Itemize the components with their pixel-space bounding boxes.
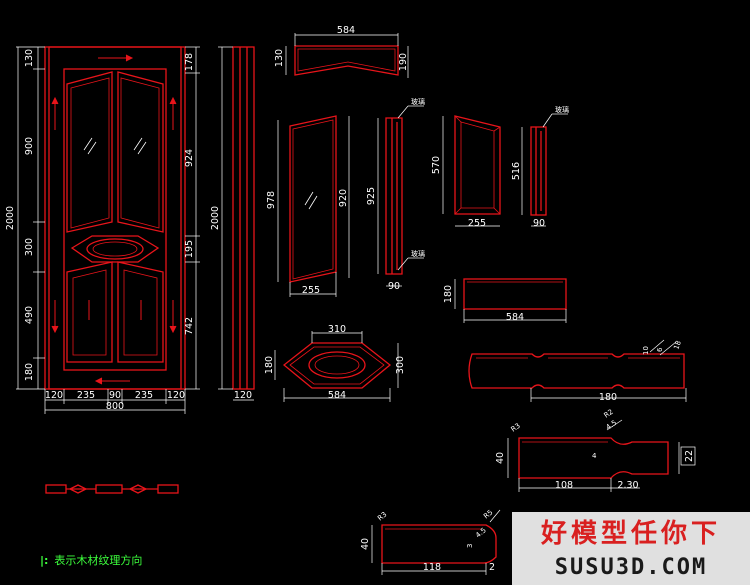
glass-hatch-left (83, 137, 97, 155)
upper-left-glass-inner (70, 77, 110, 229)
lower-left-panel-inner (72, 269, 107, 356)
door-frame (63, 68, 167, 371)
thin-stile-part: 516 90 玻璃 (511, 105, 569, 229)
profile-mid-part: 40 108 2.30 22 4.5 4 R2 R3 (495, 408, 696, 492)
oval-rail-width: 584 (328, 390, 346, 401)
profile-mid-d4: 4 (592, 452, 597, 460)
upper-right-glass-inner (120, 77, 160, 229)
watermark-slogan: 好模型任你下 (512, 512, 750, 550)
legend-mark: |: (40, 554, 49, 567)
dim-w-90: 90 (109, 390, 121, 401)
glass-panel-width: 255 (302, 285, 320, 296)
dim-h-300: 300 (24, 238, 35, 256)
thin-stile-label: 玻璃 (555, 105, 569, 114)
stile-width: 120 (234, 390, 252, 401)
stile-part: 2000 120 (210, 46, 255, 401)
door-outline (44, 46, 186, 390)
door-inner-edge (48, 46, 182, 390)
profile-small-part: 40 118 2 R5 3 R3 4.5 (360, 508, 501, 575)
dim-w-120a: 120 (45, 390, 63, 401)
profile-mid-d3: 4.5 (605, 419, 619, 432)
oval-rail-h-left: 180 (264, 356, 275, 374)
dim-r-178: 178 (184, 53, 195, 71)
oval-rail-frame (70, 235, 160, 263)
lower-right-panel (117, 261, 164, 363)
dim-r-924: 924 (184, 149, 195, 167)
thin-stile-width: 90 (533, 218, 545, 229)
oval-width: 310 (328, 324, 346, 335)
upper-left-glass-panel (66, 71, 113, 233)
door-left-dimensions: 130 900 300 490 180 2000 (5, 46, 45, 390)
glass-stile-label-bottom: 玻璃 (411, 249, 425, 258)
stile-height: 2000 (210, 206, 221, 230)
top-rail-part: 584 130 190 (274, 25, 409, 78)
lower-right-panel-inner (123, 269, 158, 356)
bottom-rail-width: 584 (506, 312, 524, 323)
glass-stile-width: 90 (388, 281, 400, 292)
dim-w-235a: 235 (77, 390, 95, 401)
oval-glass-inner (92, 241, 138, 257)
door-right-dimensions: 178 924 195 742 (184, 46, 200, 390)
lower-left-panel (66, 261, 113, 363)
thin-stile-height: 516 (511, 162, 522, 180)
raised-panel-height: 570 (431, 156, 442, 174)
top-rail-h-right: 190 (398, 53, 409, 71)
door-elevation: 130 900 300 490 180 2000 178 924 195 742 (5, 46, 200, 414)
profile-mid-height: 40 (495, 452, 506, 464)
profile-long-width: 180 (599, 392, 617, 403)
glass-hatch-right (133, 137, 147, 155)
glass-panel-h-right: 920 (338, 189, 349, 207)
dim-total-height: 2000 (5, 206, 16, 230)
profile-small-d5: 4.5 (474, 526, 488, 539)
glass-panel-h-left: 978 (266, 191, 277, 209)
dim-total-width: 800 (106, 401, 124, 412)
profile-mid-d1: 2.30 (617, 480, 638, 491)
profile-long-d3: 18 (672, 340, 683, 351)
profile-long-d2: 6 (656, 347, 664, 352)
profile-small-d4: R3 (376, 510, 388, 522)
dim-w-235b: 235 (135, 390, 153, 401)
dim-r-742: 742 (184, 317, 195, 335)
oval-rail-part: 310 180 300 584 (264, 324, 406, 402)
profile-long-d1: 10 (642, 346, 650, 355)
upper-right-glass-panel (117, 71, 164, 233)
dim-h-130: 130 (24, 49, 35, 67)
raised-panel-part: 570 255 (431, 115, 501, 229)
glass-stile-label-top: 玻璃 (411, 97, 425, 106)
profile-mid-width: 108 (555, 480, 573, 491)
dim-h-900: 900 (24, 137, 35, 155)
glass-stile-height: 925 (366, 187, 377, 205)
watermark-site: SUSU3D.COM (512, 550, 750, 585)
top-rail-width: 584 (337, 25, 355, 36)
profile-long-part: 180 10 6 18 (468, 340, 687, 403)
profile-small-width: 118 (423, 562, 441, 573)
dim-r-195: 195 (184, 240, 195, 258)
profile-small-d1: 2 (489, 562, 495, 573)
glass-stile-part: 925 90 玻璃 玻璃 (366, 97, 425, 292)
legend-text: 表示木材纹理方向 (54, 554, 143, 567)
oval-rail-h-right: 300 (395, 356, 406, 374)
bottom-rail-height: 180 (443, 285, 454, 303)
profile-small-d3: 3 (466, 544, 474, 548)
glass-panel-part: 978 920 255 (266, 115, 350, 297)
grain-arrows (51, 54, 177, 385)
profile-mid-d6: R3 (510, 422, 522, 434)
bottom-rail-part: 180 584 (443, 278, 567, 323)
dim-h-490: 490 (24, 306, 35, 324)
dim-h-180: 180 (24, 363, 35, 381)
profile-mid-d5: R2 (603, 408, 615, 420)
grain-direction-symbol (45, 484, 179, 494)
oval-glass (86, 238, 144, 260)
legend: |: 表示木材纹理方向 (40, 552, 142, 568)
dim-w-120b: 120 (167, 390, 185, 401)
raised-panel-width: 255 (468, 218, 486, 229)
top-rail-h-left: 130 (274, 49, 285, 67)
profile-small-height: 40 (360, 538, 371, 550)
profile-mid-d2: 22 (684, 450, 695, 462)
door-bottom-dimensions: 120 235 90 235 120 800 (44, 389, 186, 414)
